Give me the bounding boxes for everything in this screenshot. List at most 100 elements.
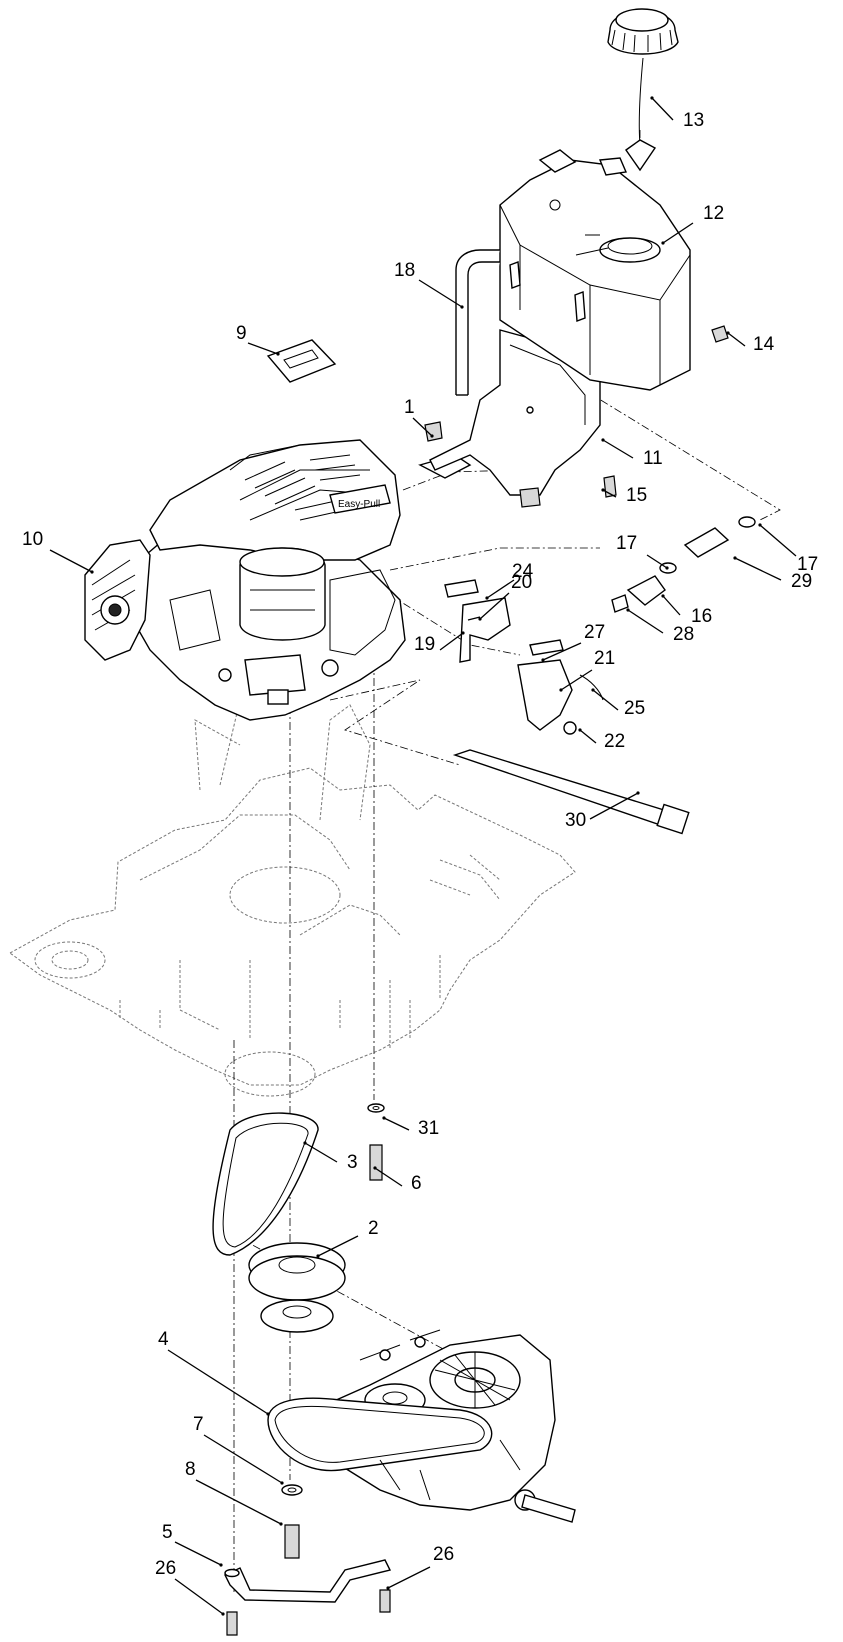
callout-leader-end-31 bbox=[382, 1116, 386, 1120]
callout-layer: 1234567891011121314151617171819202122242… bbox=[22, 96, 818, 1616]
callout-leader-end-25 bbox=[591, 688, 595, 692]
callout-leader-end-17 bbox=[665, 566, 669, 570]
mower-deck-chassis bbox=[9, 699, 576, 1097]
callout-number-20: 20 bbox=[511, 572, 532, 593]
callout-leader-end-15 bbox=[601, 488, 605, 492]
callout-leader-20 bbox=[479, 592, 510, 620]
air-filter bbox=[239, 547, 326, 641]
callout-leader-end-12 bbox=[661, 241, 665, 245]
callout-leader-end-20 bbox=[478, 617, 482, 621]
transmission bbox=[267, 1329, 576, 1523]
callout-leader-24 bbox=[486, 579, 515, 599]
callout-leader-end-17 bbox=[758, 523, 762, 527]
callout-leader-21 bbox=[560, 669, 593, 691]
fuel-tank bbox=[499, 149, 691, 391]
callout-number-28: 28 bbox=[673, 624, 694, 645]
bolt-6 bbox=[369, 1144, 383, 1181]
callout-leader-end-18 bbox=[460, 305, 464, 309]
callout-number-26: 26 bbox=[155, 1558, 176, 1579]
callout-leader-end-24 bbox=[485, 596, 489, 600]
throttle-controls bbox=[444, 579, 604, 735]
callout-leader-17 bbox=[759, 524, 797, 557]
callout-leader-end-28 bbox=[626, 608, 630, 612]
callout-leader-end-1 bbox=[430, 434, 434, 438]
tank-bracket bbox=[429, 329, 601, 508]
clamp-28 bbox=[611, 594, 629, 613]
callout-leader-15 bbox=[602, 489, 617, 498]
callout-leader-end-13 bbox=[650, 96, 654, 100]
callout-number-17: 17 bbox=[616, 533, 637, 554]
callout-leader-10 bbox=[49, 549, 93, 573]
brace-5 bbox=[224, 1559, 392, 1603]
callout-leader-end-2 bbox=[316, 1254, 320, 1258]
pulley-2 bbox=[248, 1242, 346, 1333]
callout-leader-29 bbox=[734, 557, 782, 581]
callout-leader-end-26 bbox=[386, 1586, 390, 1590]
callout-leader-1 bbox=[412, 417, 433, 437]
callout-leader-30 bbox=[589, 792, 639, 820]
screw-26b bbox=[379, 1589, 391, 1613]
callout-leader-end-29 bbox=[733, 556, 737, 560]
callout-leader-28 bbox=[627, 609, 664, 634]
callout-number-27: 27 bbox=[584, 622, 605, 643]
callout-number-5: 5 bbox=[162, 1522, 173, 1543]
fuel-line bbox=[455, 249, 500, 396]
decal-9 bbox=[266, 339, 337, 383]
callout-leader-7 bbox=[203, 1434, 283, 1484]
clamp-17b bbox=[738, 516, 756, 528]
callout-number-4: 4 bbox=[158, 1329, 169, 1350]
callout-number-31: 31 bbox=[418, 1118, 439, 1139]
transmission-fan bbox=[429, 1351, 521, 1409]
callout-leader-13 bbox=[651, 97, 674, 121]
bracket-19 bbox=[459, 597, 511, 663]
callout-leader-end-21 bbox=[559, 688, 563, 692]
callout-leader-end-6 bbox=[373, 1166, 377, 1170]
easy-pull-badge: Easy-Pull bbox=[329, 484, 391, 514]
callout-leader-26 bbox=[174, 1578, 224, 1615]
screw-26a bbox=[226, 1611, 238, 1636]
callout-leader-12 bbox=[662, 222, 694, 244]
callout-leader-end-4 bbox=[266, 1412, 270, 1416]
callout-number-6: 6 bbox=[411, 1173, 422, 1194]
deck-engine-hole bbox=[229, 866, 341, 924]
callout-leader-17 bbox=[646, 554, 668, 569]
callout-leader-end-11 bbox=[601, 438, 605, 442]
callout-number-24: 24 bbox=[512, 561, 534, 582]
callout-number-9: 9 bbox=[236, 323, 247, 344]
bracket-21 bbox=[517, 659, 573, 731]
callout-number-30: 30 bbox=[565, 810, 586, 831]
belt-3 bbox=[212, 1112, 319, 1256]
axle bbox=[521, 1494, 576, 1523]
callout-leader-25 bbox=[592, 689, 619, 711]
callout-number-12: 12 bbox=[703, 203, 724, 224]
callout-leader-end-8 bbox=[279, 1522, 283, 1526]
callout-leader-end-10 bbox=[90, 570, 94, 574]
filter-16 bbox=[626, 575, 666, 606]
callout-number-22: 22 bbox=[604, 731, 625, 752]
callout-number-25: 25 bbox=[624, 698, 645, 719]
callout-number-8: 8 bbox=[185, 1459, 196, 1480]
easy-pull-label: Easy-Pull bbox=[338, 499, 380, 510]
callout-number-14: 14 bbox=[753, 334, 775, 355]
callout-leader-end-27 bbox=[541, 658, 545, 662]
callout-number-10: 10 bbox=[22, 529, 43, 550]
callout-leader-6 bbox=[374, 1167, 403, 1187]
callout-leader-18 bbox=[418, 279, 463, 308]
bolt-8 bbox=[284, 1524, 300, 1559]
hose-29 bbox=[683, 527, 730, 558]
callout-number-15: 15 bbox=[626, 485, 647, 506]
callout-number-21: 21 bbox=[594, 648, 615, 669]
callout-leader-end-9 bbox=[276, 352, 280, 356]
engine: Easy-Pull bbox=[84, 421, 472, 721]
callout-leader-2 bbox=[317, 1235, 359, 1257]
washer-31 bbox=[367, 1103, 385, 1113]
callout-leader-19 bbox=[439, 632, 464, 651]
rod-30 bbox=[452, 749, 690, 835]
washer-7 bbox=[281, 1484, 303, 1496]
callout-leader-4 bbox=[167, 1349, 269, 1415]
callout-leader-31 bbox=[383, 1117, 410, 1131]
callout-leader-end-5 bbox=[219, 1563, 223, 1567]
callout-number-17: 17 bbox=[797, 554, 818, 575]
callout-leader-26 bbox=[387, 1566, 431, 1589]
callout-leader-end-3 bbox=[303, 1141, 307, 1145]
